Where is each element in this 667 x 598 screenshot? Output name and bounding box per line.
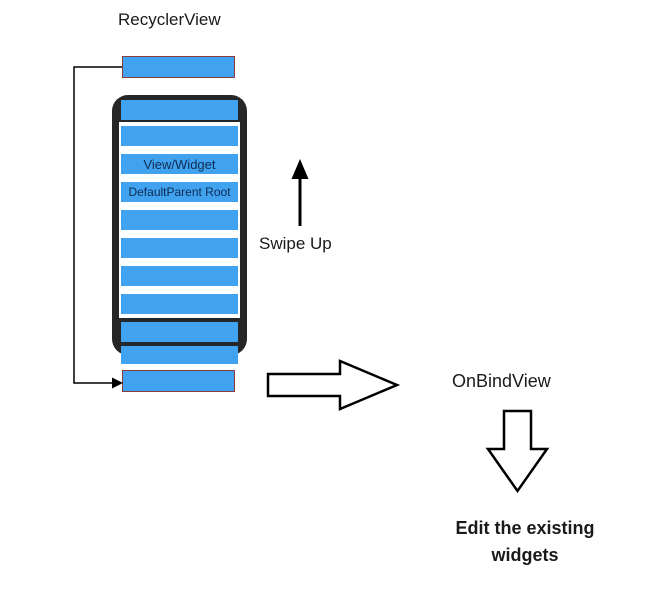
swipe-up-label: Swipe Up	[259, 234, 332, 253]
diagram-title: RecyclerView	[118, 10, 221, 29]
default-parent-root-label: DefaultParent Root	[128, 185, 231, 199]
swipe-up-arrowhead-icon	[291, 159, 309, 179]
list-item	[121, 322, 238, 342]
edit-widgets-label: Edit the existing widgets	[415, 515, 635, 569]
list-item-offscreen-top	[122, 56, 235, 78]
edit-widgets-line2: widgets	[491, 545, 559, 565]
block-arrow-right-icon	[266, 359, 401, 411]
list-item	[121, 100, 238, 120]
edit-widgets-line1: Edit the existing	[455, 518, 595, 538]
list-item-view-widget: View/Widget	[121, 154, 238, 174]
onbindview-label: OnBindView	[452, 371, 551, 391]
list-item-offscreen-bottom	[122, 370, 235, 392]
list-item	[121, 126, 238, 146]
list-item	[121, 346, 238, 364]
list-item	[121, 294, 238, 314]
list-item	[121, 210, 238, 230]
list-item	[121, 238, 238, 258]
list-item	[121, 266, 238, 286]
list-item-default-parent-root: DefaultParent Root	[121, 182, 238, 202]
view-widget-label: View/Widget	[143, 156, 216, 172]
block-arrow-down-icon	[485, 409, 550, 494]
